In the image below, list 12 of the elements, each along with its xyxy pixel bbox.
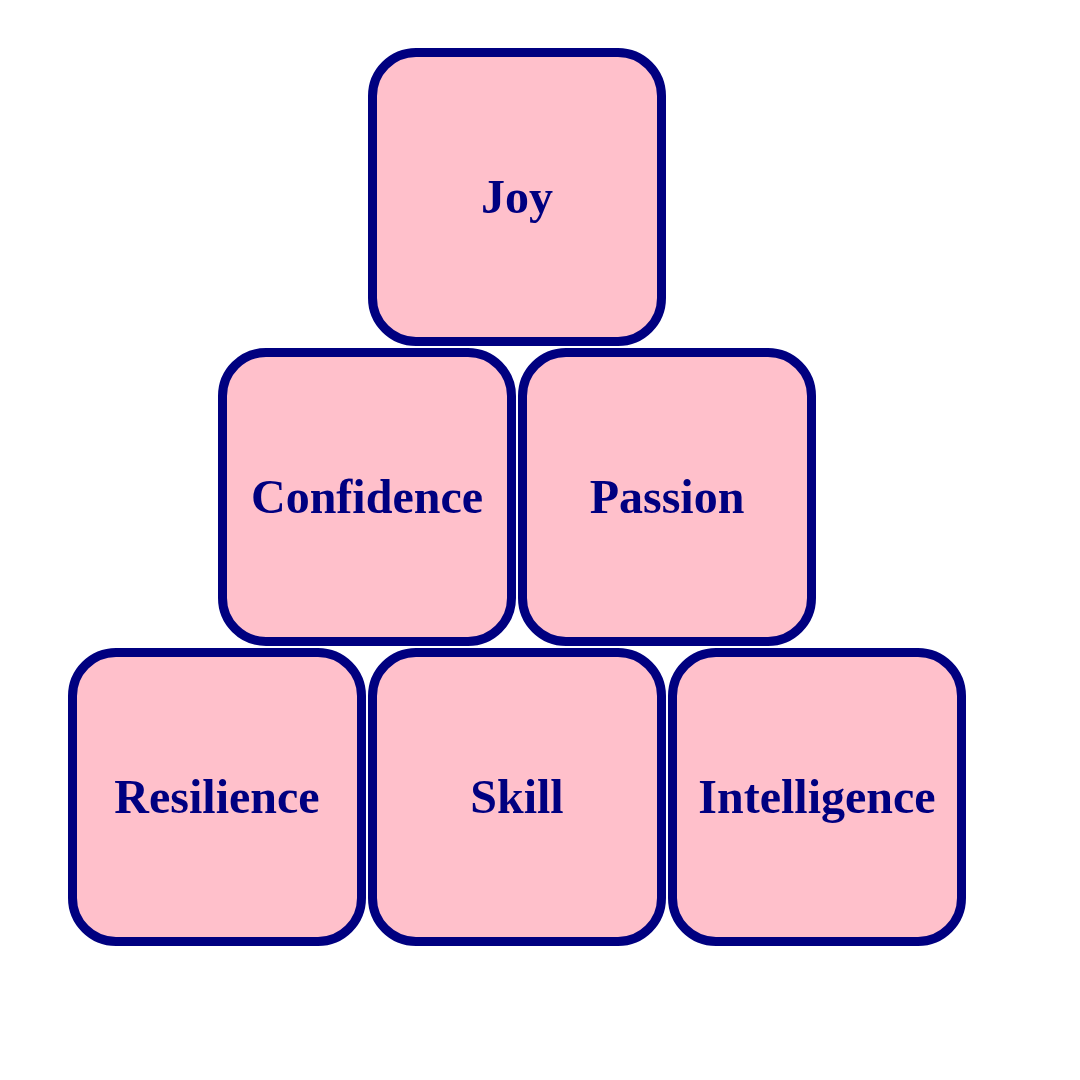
block-label: Confidence (251, 470, 483, 524)
block-label: Joy (481, 170, 553, 224)
rounded-block (668, 648, 966, 946)
rounded-block (518, 348, 816, 646)
block-label: Passion (589, 470, 745, 524)
rounded-block (368, 648, 666, 946)
block-label: Intelligence (698, 770, 936, 824)
block-label: Skill (470, 770, 564, 824)
rounded-block (368, 48, 666, 346)
rounded-block (68, 648, 366, 946)
block-label: Resilience (114, 770, 320, 824)
rounded-block (218, 348, 516, 646)
